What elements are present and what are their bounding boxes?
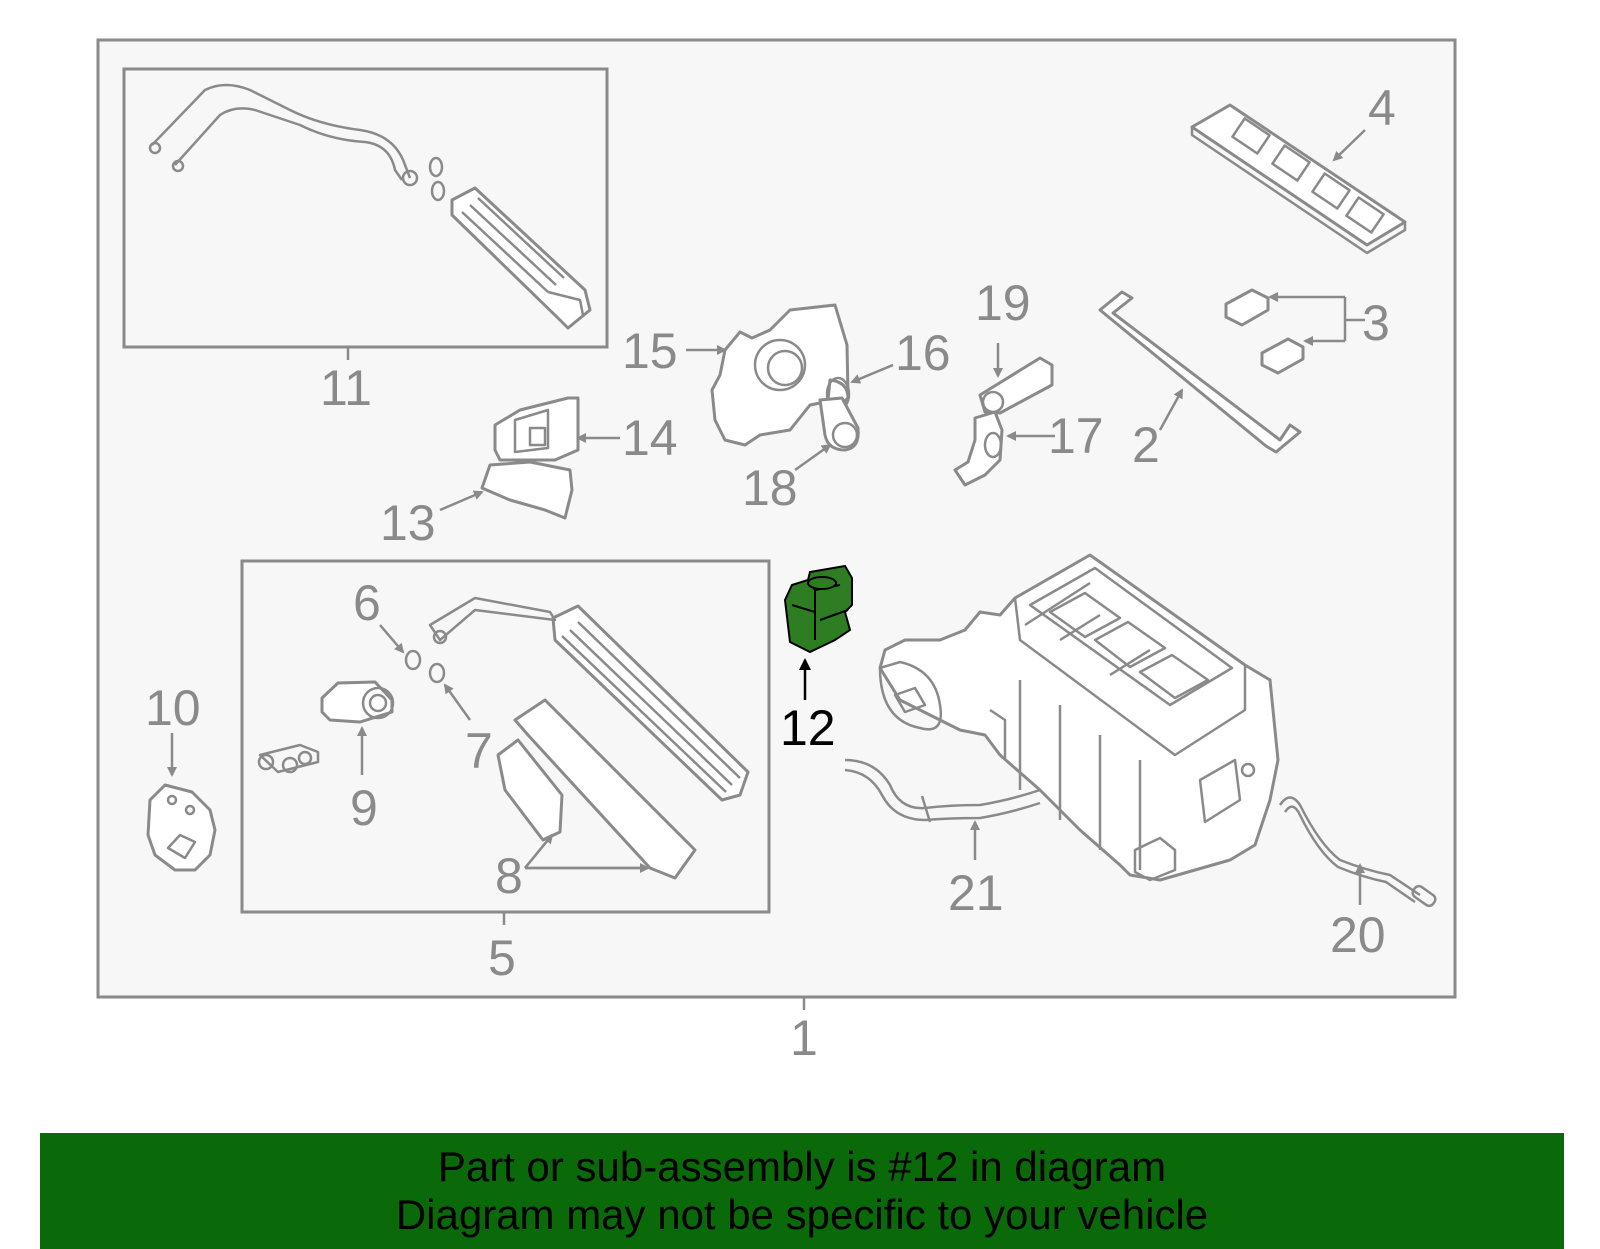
subassembly-box-11 (122, 67, 609, 349)
callout-21: 21 (948, 865, 1004, 921)
seal-part-8a[interactable] (513, 698, 697, 880)
sensor-part-20[interactable] (1278, 796, 1437, 908)
duct-part-13[interactable] (480, 460, 574, 520)
banner-line-1: Part or sub-assembly is #12 in diagram (437, 1143, 1167, 1190)
callout-8: 8 (495, 848, 523, 904)
callout-5: 5 (488, 930, 516, 986)
callout-11: 11 (320, 360, 372, 416)
callout-2: 2 (1132, 417, 1160, 473)
callout-10: 10 (145, 680, 201, 736)
callout-3: 3 (1362, 295, 1390, 351)
callout-9: 9 (350, 780, 378, 836)
callout-6: 6 (353, 575, 381, 631)
clip-part-3b[interactable] (1260, 337, 1305, 375)
o-ring-part-6[interactable] (404, 649, 422, 671)
callout-12: 12 (780, 700, 836, 756)
callout-16: 16 (895, 325, 951, 381)
bracket-part-10[interactable] (146, 783, 217, 872)
expansion-valve-part[interactable] (320, 680, 395, 724)
callout-15: 15 (622, 323, 678, 379)
seal-part-8b[interactable] (496, 738, 564, 842)
callout-4: 4 (1368, 80, 1396, 136)
evaporator-part[interactable] (428, 596, 750, 802)
hvac-case-part[interactable] (878, 553, 1280, 882)
cabin-filter-part[interactable] (1190, 103, 1407, 255)
heater-pipes-part[interactable] (148, 83, 446, 202)
callout-14: 14 (622, 410, 678, 466)
heater-core-part[interactable] (450, 186, 592, 330)
callout-17: 17 (1048, 408, 1104, 464)
seal-part[interactable] (1098, 290, 1302, 454)
o-ring-part-7[interactable] (428, 662, 446, 684)
banner-line-2: Diagram may not be specific to your vehi… (395, 1191, 1209, 1238)
callout-7: 7 (465, 723, 493, 779)
callout-18: 18 (742, 460, 798, 516)
callout-1: 1 (790, 1010, 818, 1066)
subassembly-box-5 (240, 559, 771, 914)
bolt-parts[interactable] (257, 743, 320, 774)
callout-19: 19 (975, 275, 1031, 331)
callout-13: 13 (380, 495, 436, 551)
clip-part-3a[interactable] (1224, 288, 1270, 327)
info-banner: Part or sub-assembly is #12 in diagram D… (40, 1133, 1564, 1249)
lever-part-17[interactable] (953, 410, 1004, 487)
callout-20: 20 (1330, 907, 1386, 963)
link-part-18[interactable] (818, 396, 860, 452)
duct-part-14[interactable] (493, 396, 580, 462)
assembly-frame (96, 38, 1457, 999)
drain-hose-part-21[interactable] (844, 758, 1041, 823)
highlighted-part-12[interactable] (783, 564, 853, 654)
